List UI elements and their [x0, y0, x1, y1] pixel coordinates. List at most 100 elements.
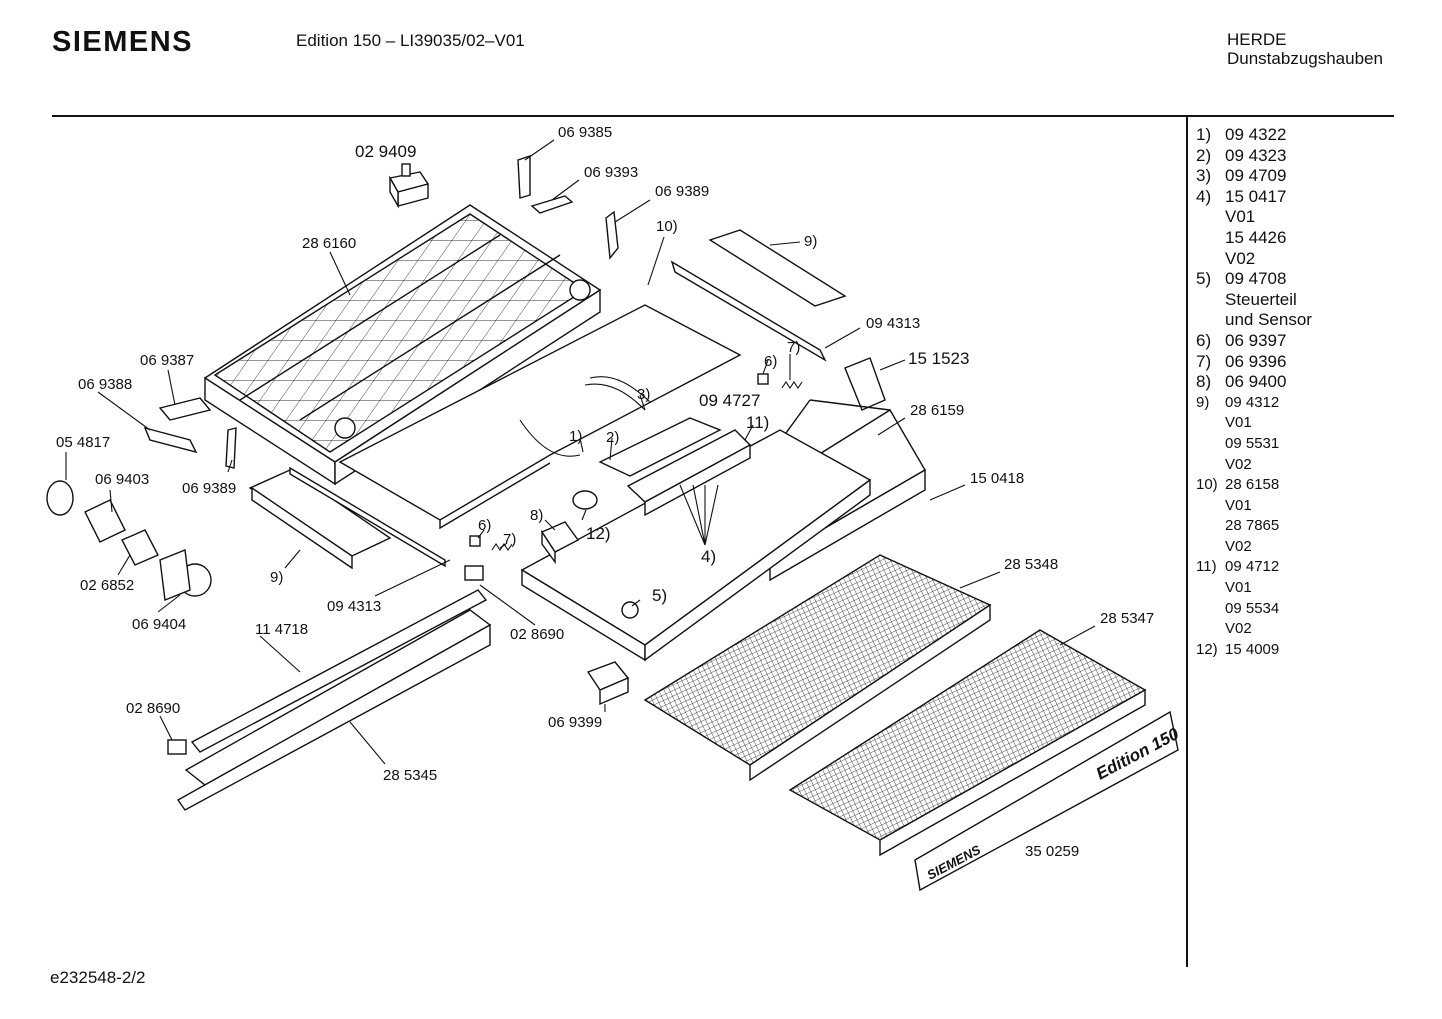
- legend-number: [1196, 578, 1225, 599]
- legend-row: Steuerteil: [1196, 290, 1312, 311]
- legend-value: 28 7865: [1225, 517, 1280, 535]
- label-285345: 28 5345: [383, 767, 437, 784]
- label-094313-bottom: 09 4313: [327, 598, 381, 615]
- label-callout-1: 1): [569, 428, 582, 445]
- label-350259: 35 0259: [1025, 843, 1079, 860]
- legend-number: 11): [1196, 558, 1217, 576]
- label-069388: 06 9388: [78, 376, 132, 393]
- legend-row: V02: [1196, 249, 1312, 270]
- control-board-part: [598, 417, 752, 517]
- label-069389-bottom: 06 9389: [182, 480, 236, 497]
- legend-value: 15 0417: [1225, 186, 1287, 206]
- product-category: Dunstabzugshauben: [1227, 49, 1383, 68]
- label-callout-6-top: 6): [764, 353, 777, 370]
- label-callout-12: 12): [586, 524, 611, 543]
- legend-row: 15 4426: [1196, 228, 1312, 249]
- legend-number: [1196, 249, 1225, 270]
- fluorescent-tube-part: [190, 589, 488, 753]
- rail-part-top: [670, 229, 847, 362]
- label-callout-6-bottom: 6): [478, 517, 491, 534]
- end-cap-part-2: [167, 739, 187, 755]
- label-callout-9-bottom: 9): [270, 569, 283, 586]
- legend-number: [1196, 207, 1225, 228]
- legend-number: [1196, 537, 1225, 558]
- legend-number: 4): [1196, 186, 1212, 206]
- label-callout-10: 10): [656, 218, 678, 235]
- manufacturer-block: HERDE Dunstabzugshauben: [1227, 30, 1383, 68]
- brand-logo: SIEMENS: [52, 26, 194, 58]
- label-150418: 15 0418: [970, 470, 1024, 487]
- label-285347: 28 5347: [1100, 610, 1154, 627]
- label-069404: 06 9404: [132, 616, 186, 633]
- label-callout-5: 5): [652, 586, 667, 605]
- legend-number: [1196, 290, 1225, 311]
- legend-value: 15 4426: [1225, 227, 1287, 247]
- label-028690-left: 02 8690: [126, 700, 180, 717]
- drawing-code: e232548-2/2: [50, 968, 146, 987]
- legend-number: 7): [1196, 351, 1212, 371]
- label-callout-7-bottom: 7): [503, 531, 516, 548]
- legend-value: V02: [1225, 248, 1256, 268]
- legend-number: 6): [1196, 330, 1212, 350]
- legend-row: V01: [1196, 578, 1312, 599]
- label-069387: 06 9387: [140, 352, 194, 369]
- cover-profile-part: [176, 609, 492, 811]
- label-069393: 06 9393: [584, 164, 638, 181]
- legend-value: V02: [1225, 455, 1252, 473]
- support-plate-part: [338, 304, 742, 530]
- plug-part: [388, 163, 430, 209]
- legend-value: und Sensor: [1225, 310, 1312, 330]
- label-069399: 06 9399: [548, 714, 602, 731]
- sensor-plate-part: [844, 357, 886, 411]
- legend-row: 7)06 9396: [1196, 352, 1312, 373]
- legend-row: 2)09 4323: [1196, 146, 1312, 167]
- leader-lines: [65, 139, 1096, 765]
- legend-row: 09 5534: [1196, 599, 1312, 620]
- legend-number: [1196, 413, 1225, 434]
- spring-clip-part: [605, 210, 619, 260]
- legend-value: 15 4009: [1225, 640, 1280, 658]
- legend-value: V01: [1225, 496, 1252, 514]
- legend-row: 9)09 4312: [1196, 393, 1312, 414]
- legend-value: V01: [1225, 414, 1252, 432]
- legend-row: 09 5531: [1196, 434, 1312, 455]
- clip-part: [530, 195, 574, 214]
- legend-value: 06 9397: [1225, 330, 1287, 350]
- legend-row: 8)06 9400: [1196, 372, 1312, 393]
- legend-number: [1196, 496, 1225, 517]
- label-callout-2: 2): [606, 429, 619, 446]
- legend-row: V01: [1196, 207, 1312, 228]
- legend-value: 09 4312: [1225, 393, 1280, 411]
- rail-part-bottom: [248, 466, 446, 570]
- legend-number: [1196, 599, 1225, 620]
- clip-part-9387: [158, 397, 212, 421]
- label-285348: 28 5348: [1004, 556, 1058, 573]
- callout-labels: 06 9385 02 9409 06 9393 06 9389 28 6160 …: [56, 124, 1154, 860]
- label-callout-7-top: 7): [787, 339, 800, 356]
- legend-value: V01: [1225, 579, 1252, 597]
- legend-number: [1196, 619, 1225, 640]
- legend-row: und Sensor: [1196, 310, 1312, 331]
- legend-value: Steuerteil: [1225, 289, 1297, 309]
- legend-row: 3)09 4709: [1196, 166, 1312, 187]
- legend-row: 5)09 4708: [1196, 269, 1312, 290]
- legend-number: 1): [1196, 125, 1212, 144]
- label-069389-top: 06 9389: [655, 183, 709, 200]
- label-callout-4: 4): [701, 547, 716, 566]
- legend-value: 09 5534: [1225, 599, 1280, 617]
- label-069403: 06 9403: [95, 471, 149, 488]
- wiring-harness-part: [519, 376, 651, 457]
- legend-value: 09 5531: [1225, 434, 1280, 452]
- legend-value: 28 6158: [1225, 476, 1280, 494]
- legend-value: V02: [1225, 620, 1252, 638]
- legend-number: 2): [1196, 145, 1212, 165]
- legend-value: 09 4709: [1225, 166, 1287, 186]
- label-094727: 09 4727: [699, 391, 760, 410]
- rocker-switch-part: [540, 521, 580, 565]
- manufacturer-name: HERDE: [1227, 30, 1287, 49]
- sensor-part: [621, 601, 639, 619]
- legend-value: V01: [1225, 207, 1256, 227]
- label-151523: 15 1523: [908, 349, 969, 368]
- legend-row: 28 7865: [1196, 516, 1312, 537]
